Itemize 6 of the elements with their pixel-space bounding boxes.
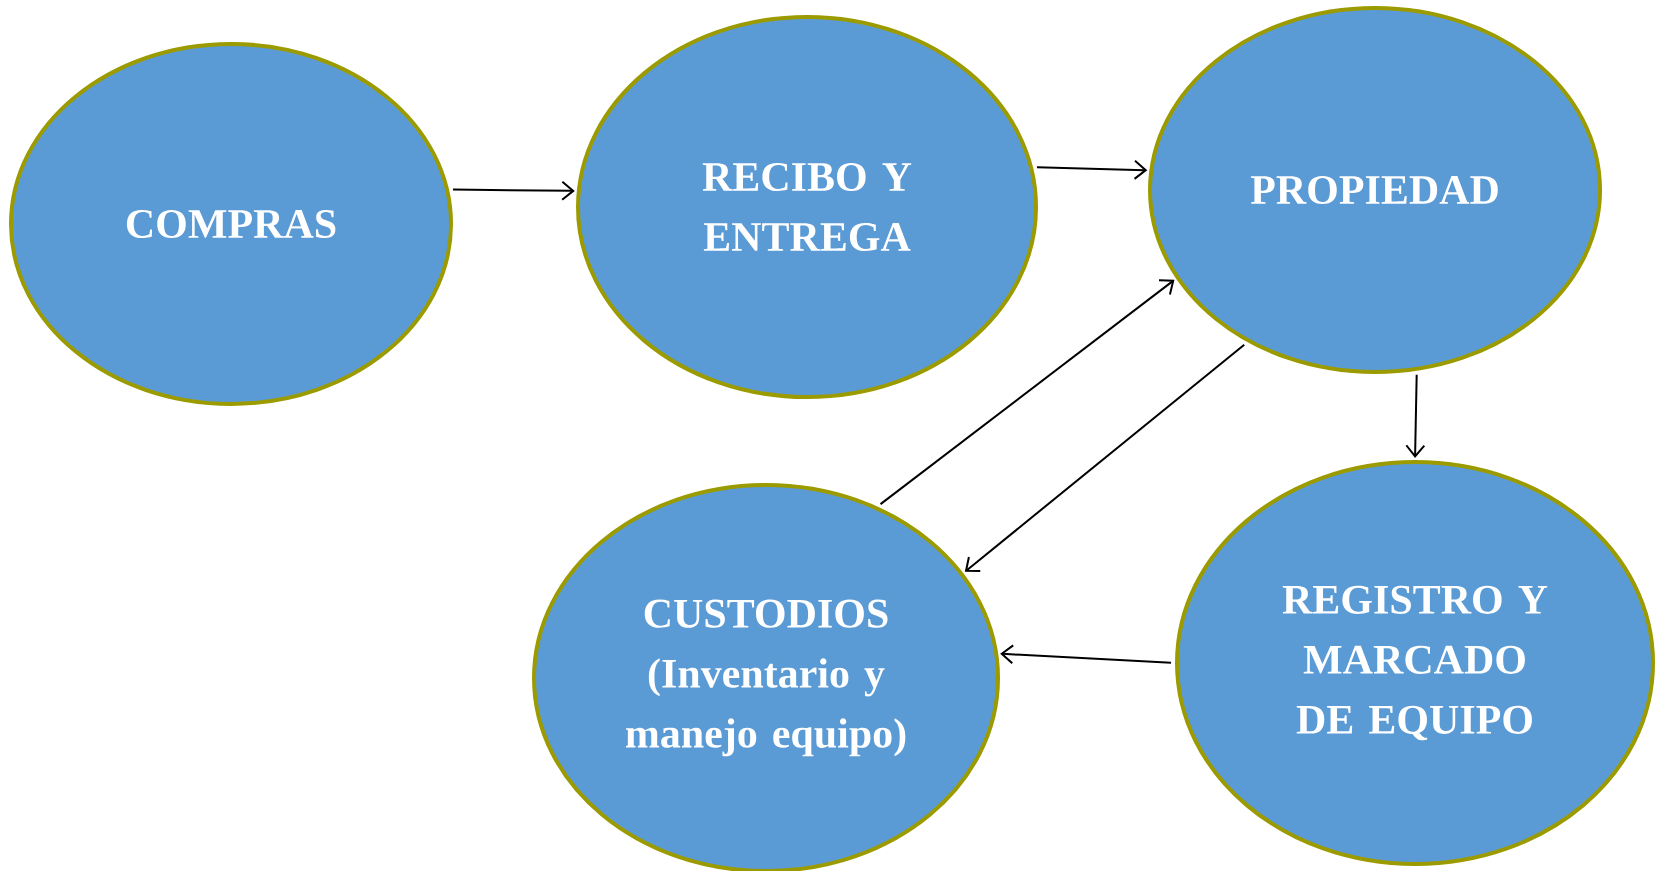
arrow	[1036, 159, 1148, 180]
arrow	[1000, 644, 1172, 665]
arrow	[879, 279, 1175, 506]
arrow	[964, 343, 1246, 572]
arrow	[1405, 373, 1426, 458]
arrow	[451, 180, 575, 201]
